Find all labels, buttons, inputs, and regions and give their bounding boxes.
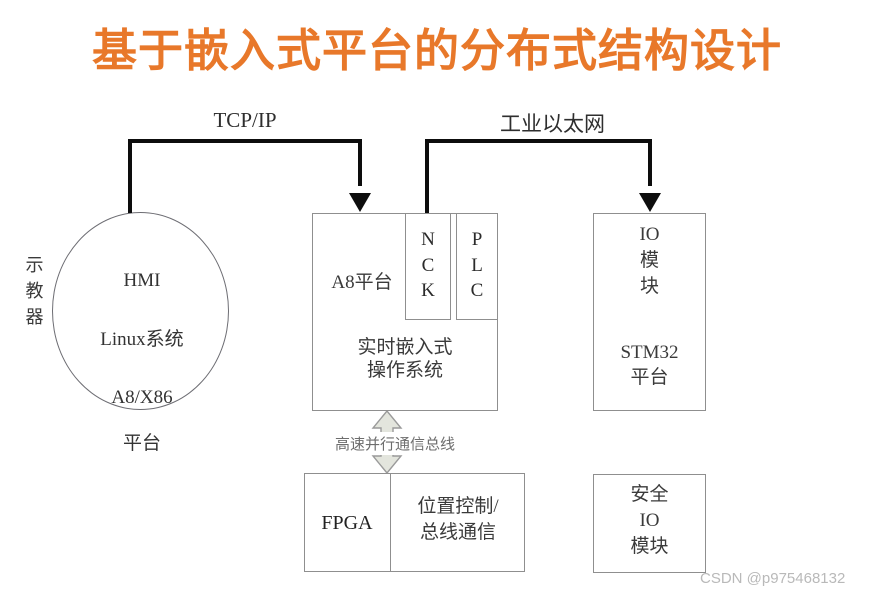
hmi-node-ellipse (52, 212, 229, 410)
plc-char-0: P (471, 229, 483, 250)
a8-platform-label: A8平台 (331, 272, 393, 293)
position-control-label: 位置控制/ 总线通信 (417, 496, 499, 543)
industrial-ethernet-arrowhead-icon (639, 193, 661, 212)
nck-char-1: C (421, 254, 435, 276)
industrial-ethernet-right-segment (648, 139, 652, 186)
nck-module-box: N C K (405, 213, 451, 320)
hmi-line-3: A8/X86 (111, 386, 173, 408)
hmi-line-4: 平台 (122, 433, 161, 455)
tcpip-connector-label: TCP/IP (213, 108, 277, 132)
nck-module-label: N C K (406, 227, 450, 304)
io-module-label: IO 模 块 (639, 224, 660, 298)
fpga-box (304, 473, 525, 572)
plc-module-box: P L C (456, 213, 498, 320)
parallel-bus-label: 高速并行通信总线 (300, 432, 490, 455)
safety-io-module-box (593, 474, 706, 573)
hmi-node-text: HMI Linux系统 A8/X86 平台 (62, 246, 222, 479)
hmi-line-1: HMI (123, 270, 161, 292)
plc-char-1: L (471, 254, 483, 276)
tcpip-connector-left-segment (128, 139, 132, 213)
industrial-ethernet-label: 工业以太网 (500, 112, 605, 136)
tcpip-connector-top-segment (128, 139, 362, 143)
page-title: 基于嵌入式平台的分布式结构设计 (91, 25, 782, 76)
fpga-box-divider (390, 473, 391, 572)
watermark: CSDN @p975468132 (700, 570, 846, 587)
hmi-line-2: Linux系统 (100, 328, 184, 350)
realtime-os-label: 实时嵌入式 操作系统 (357, 337, 453, 382)
safety-io-module-label: 安全 IO 模块 (630, 484, 669, 558)
fpga-label: FPGA (321, 512, 373, 534)
plc-char-2: C (470, 280, 484, 302)
teach-pendant-label: 示 教 器 (25, 255, 45, 328)
nck-char-0: N (421, 229, 435, 250)
industrial-ethernet-top-segment (425, 139, 652, 143)
industrial-ethernet-left-segment (425, 139, 429, 214)
plc-module-label: P L C (457, 227, 497, 304)
tcpip-arrowhead-icon (349, 193, 371, 212)
io-module-platform-label: STM32 平台 (620, 342, 679, 388)
io-module-box (593, 213, 706, 411)
tcpip-connector-right-segment (358, 139, 362, 186)
nck-char-2: K (421, 280, 435, 302)
